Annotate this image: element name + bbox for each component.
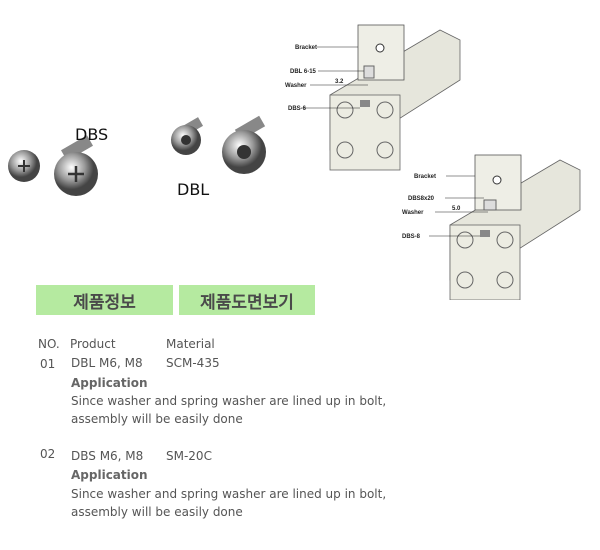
- bottom-dim-label: 5.0: [452, 206, 461, 212]
- diagram-bottom: [429, 154, 581, 300]
- row-material: SCM-435: [166, 356, 220, 370]
- tab-product-drawing[interactable]: 제품도면보기: [179, 285, 315, 315]
- bottom-bolt-label: DBS8x20: [408, 196, 435, 202]
- row-no: 01: [40, 357, 56, 371]
- top-washer-label: Washer: [285, 83, 307, 89]
- application-text: assembly will be easily done: [71, 505, 243, 519]
- application-title: Application: [71, 376, 148, 390]
- top-bolt-label: DBL 6-15: [290, 69, 317, 75]
- top-dim-label: 3.2: [335, 79, 344, 85]
- diagram-labels: Bracket DBL 6-15 Washer 3.2 DBS-6 Bracke…: [285, 45, 461, 240]
- row-material: SM-20C: [166, 449, 212, 463]
- diagram-top: [304, 24, 461, 171]
- assembly-diagrams: [304, 24, 581, 300]
- bolt-photos: [8, 115, 266, 196]
- dbl-bolt-small: [171, 117, 204, 155]
- top-bracket-label: Bracket: [295, 45, 317, 51]
- top-nut-label: DBS-6: [288, 106, 307, 112]
- row-no: 02: [40, 447, 56, 461]
- dbl-label: DBL: [177, 180, 210, 199]
- dbs-label: DBS: [75, 125, 109, 144]
- dbl-bolt-large: [222, 115, 266, 174]
- row-product: DBS M6, M8: [71, 449, 144, 463]
- bottom-nut-label: DBS-8: [402, 234, 421, 240]
- header-no: NO.: [38, 337, 60, 351]
- row-product: DBL M6, M8: [71, 356, 143, 370]
- tab-product-info[interactable]: 제품정보: [36, 285, 173, 315]
- application-text: Since washer and spring washer are lined…: [71, 394, 387, 408]
- dbs-bolt-large: [54, 135, 98, 196]
- application-text: Since washer and spring washer are lined…: [71, 487, 387, 501]
- application-text: assembly will be easily done: [71, 412, 243, 426]
- header-product: Product: [70, 337, 116, 351]
- dbs-bolt-small: [8, 150, 40, 182]
- application-title: Application: [71, 468, 148, 482]
- bottom-bracket-label: Bracket: [414, 174, 436, 180]
- bottom-washer-label: Washer: [402, 210, 424, 216]
- header-material: Material: [166, 337, 215, 351]
